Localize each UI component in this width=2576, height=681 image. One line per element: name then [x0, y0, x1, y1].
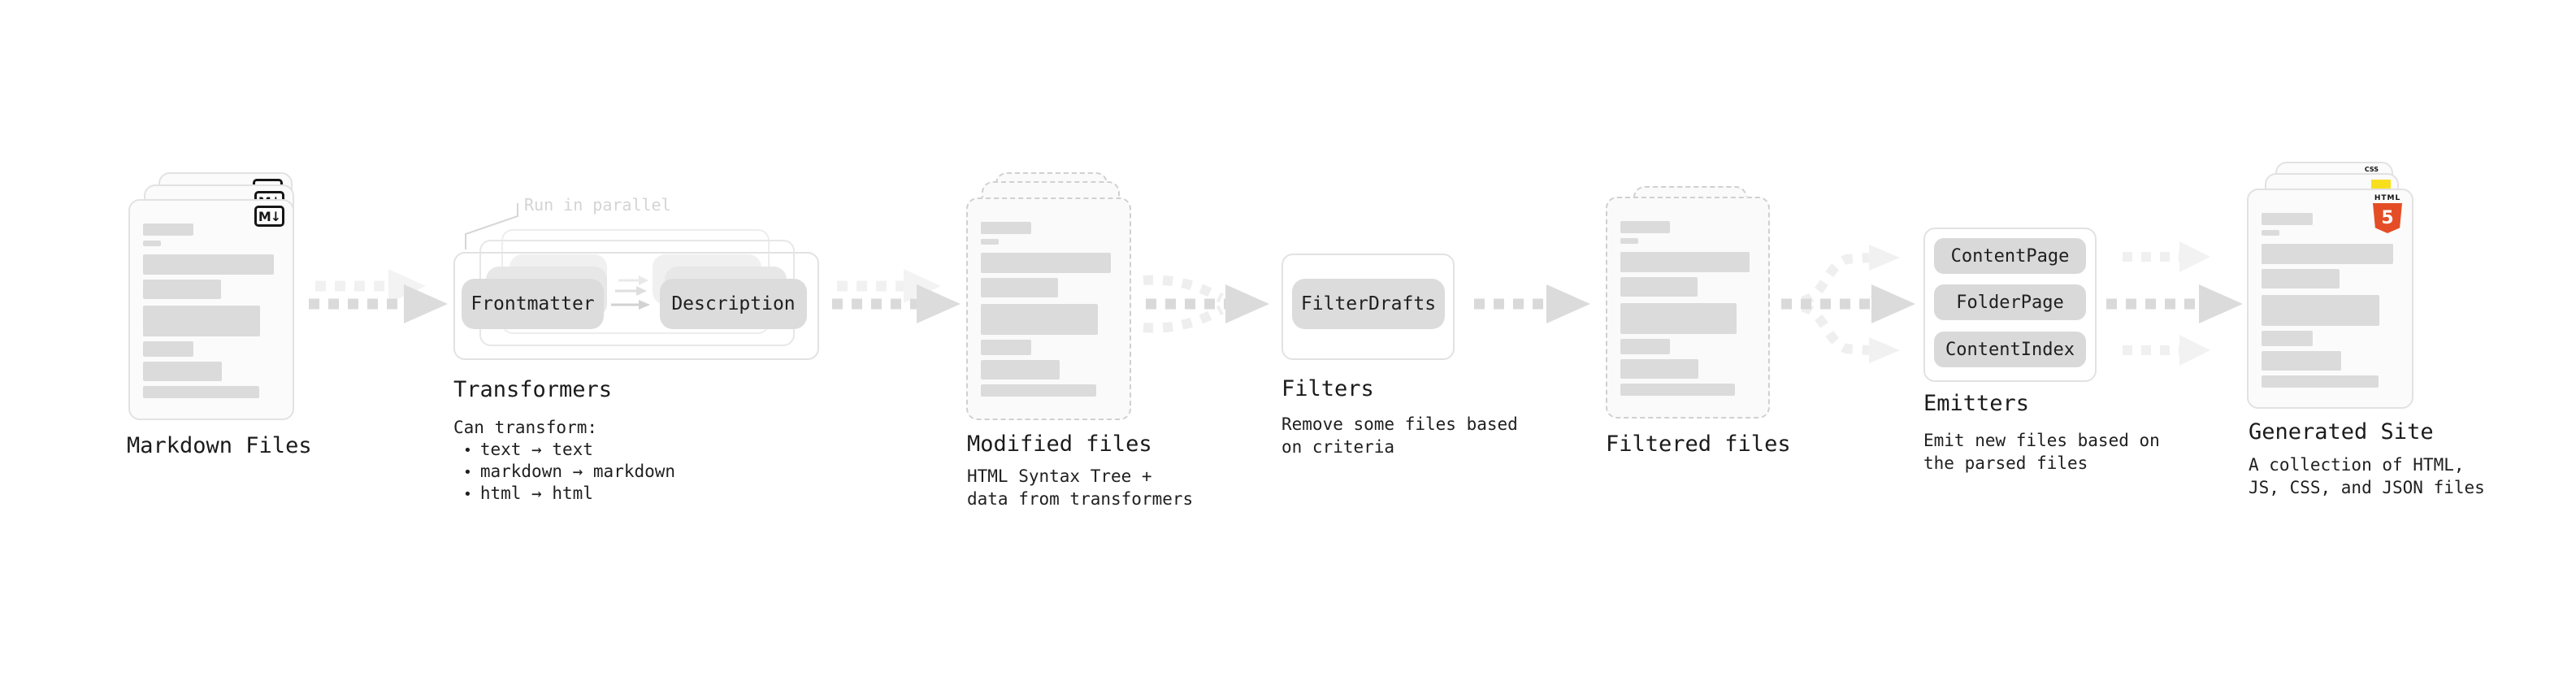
frontmatter-pill: Frontmatter [462, 279, 604, 329]
transform-bullet-markdown: •markdown → markdown [463, 462, 676, 481]
transformers-desc-heading: Can transform: [453, 418, 598, 437]
arrow-filtered-to-emitters [1781, 245, 1915, 363]
modified-files-sublabel: HTML Syntax Tree + data from transformer… [967, 466, 1194, 509]
arrow-emitters-to-site [2106, 241, 2243, 366]
html5-icon: HTML 5 [2372, 194, 2403, 233]
markdown-file-card-front: M↓ [128, 199, 294, 420]
generated-site-label: Generated Site [2249, 419, 2434, 445]
filterdrafts-pill: FilterDrafts [1292, 279, 1445, 329]
markdown-files-label: Markdown Files [127, 433, 312, 458]
contentindex-pill: ContentIndex [1934, 332, 2086, 367]
arrow-filters-to-filtered [1474, 284, 1590, 323]
modified-file-card-front [966, 197, 1131, 420]
markdown-files-stack: M↓ M↓ M↓ [128, 172, 294, 420]
modified-files-label: Modified files [967, 432, 1152, 457]
run-in-parallel-connector [465, 203, 518, 249]
folderpage-pill: FolderPage [1934, 284, 2086, 320]
description-pill: Description [660, 279, 807, 329]
javascript-icon [2371, 180, 2391, 190]
run-in-parallel-note: Run in parallel [524, 195, 671, 215]
transformer-frame-front [453, 252, 819, 360]
transformers-label: Transformers [453, 377, 613, 402]
filters-box [1281, 254, 1455, 360]
filtered-files-stack [1606, 186, 1770, 420]
file-content-placeholder [130, 201, 293, 419]
generated-site-stack: CSS HTML 5 [2247, 162, 2413, 409]
html-file-card: HTML 5 [2247, 189, 2413, 409]
bullet-icon: • [463, 442, 472, 459]
generated-site-sublabel: A collection of HTML, JS, CSS, and JSON … [2249, 455, 2485, 497]
filtered-file-card-front [1606, 197, 1770, 419]
contentpage-pill: ContentPage [1934, 238, 2086, 274]
modified-files-stack [966, 172, 1131, 420]
arrow-modified-to-filters [1143, 275, 1269, 333]
arrow-markdown-to-transformers [309, 269, 448, 323]
filtered-files-label: Filtered files [1606, 432, 1791, 457]
emitters-box [1923, 228, 2097, 382]
file-content-placeholder [2249, 190, 2412, 407]
filters-label: Filters [1281, 376, 1374, 401]
transform-bullet-html: •html → html [463, 484, 593, 503]
emitters-sublabel: Emit new files based on the parsed files [1923, 431, 2160, 473]
markdown-icon: M↓ [254, 206, 284, 227]
transformer-step-arrows [611, 275, 650, 310]
file-content-placeholder [968, 199, 1130, 419]
bullet-icon: • [463, 486, 472, 503]
arrow-transformers-to-modified [832, 269, 961, 323]
filters-sublabel: Remove some files based on criteria [1281, 414, 1518, 457]
emitters-label: Emitters [1923, 391, 2030, 416]
transform-bullet-text: •text → text [463, 440, 593, 459]
bullet-icon: • [463, 464, 472, 481]
file-content-placeholder [1607, 198, 1768, 417]
